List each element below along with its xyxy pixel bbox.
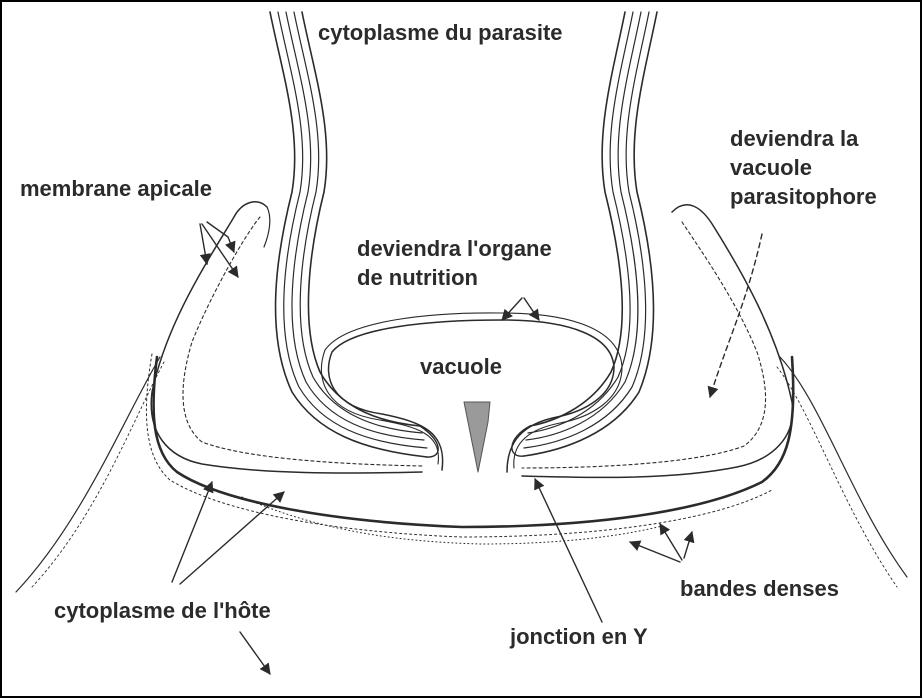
label-vacuole-parasitophore-line3: parasitophore — [730, 182, 877, 211]
label-vacuole-parasitophore-line1: deviendra la — [730, 124, 877, 153]
label-organe-nutrition-line2: de nutrition — [357, 263, 552, 292]
host-cell-edges — [16, 357, 907, 592]
label-organe-nutrition: deviendra l'organe de nutrition — [357, 234, 552, 292]
label-vacuole-parasitophore-line2: vacuole — [730, 153, 877, 182]
label-jonction-y: jonction en Y — [510, 622, 648, 651]
label-organe-nutrition-line1: deviendra l'organe — [357, 234, 552, 263]
label-cytoplasme-hote: cytoplasme de l'hôte — [54, 596, 271, 625]
label-membrane-apicale: membrane apicale — [20, 174, 212, 203]
arrow-bandes-3 — [684, 532, 692, 558]
label-cytoplasme-parasite: cytoplasme du parasite — [318, 18, 563, 47]
apical-fold-right — [522, 205, 793, 478]
label-vacuole-parasitophore: deviendra la vacuole parasitophore — [730, 124, 877, 211]
label-bandes-denses: bandes denses — [680, 574, 839, 603]
arrow-organe-2 — [524, 298, 539, 320]
vacuole-outline — [321, 313, 622, 472]
host-membrane — [146, 354, 793, 544]
arrow-jonction-y — [535, 479, 602, 622]
arrow-hote-3 — [240, 632, 270, 674]
label-vacuole: vacuole — [420, 352, 502, 381]
arrow-organe-1 — [502, 298, 522, 320]
nutrition-flow-arrow — [464, 402, 490, 472]
arrow-hote-1 — [172, 482, 212, 582]
arrow-vacuole-parasitophore — [710, 234, 762, 397]
